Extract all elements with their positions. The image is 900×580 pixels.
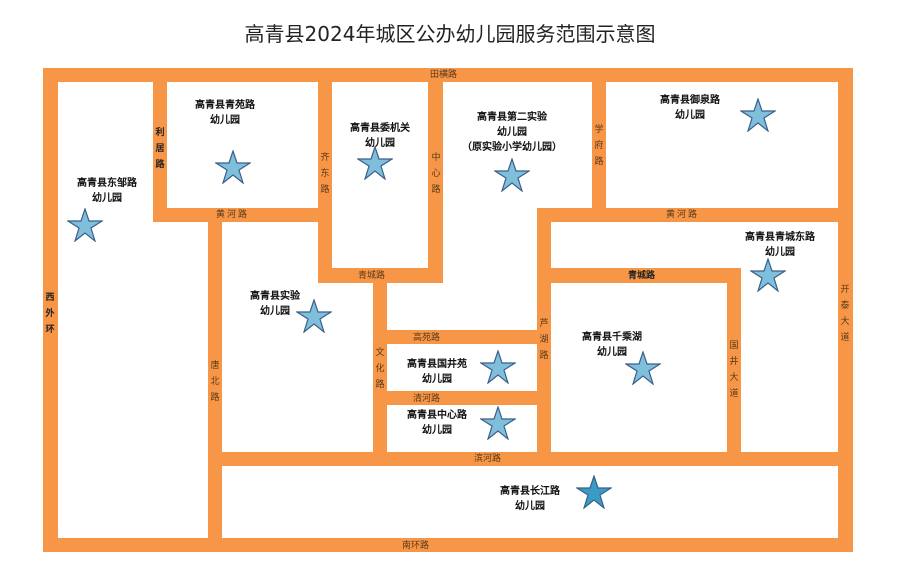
- star-icon: [494, 158, 530, 192]
- kg-label: 高青县青苑路 幼儿园: [195, 100, 255, 126]
- road-label: 青城路: [358, 271, 386, 281]
- block-dier-ext2: [387, 283, 447, 330]
- star-icon: [576, 475, 612, 509]
- block-changjiang: [222, 466, 838, 538]
- block-dier-ext: [443, 207, 537, 330]
- star-icon: [625, 351, 661, 385]
- kg-label: 高青县千乘湖 幼儿园: [582, 332, 642, 358]
- block-qingchengdong-ext: [741, 267, 838, 452]
- star-icon: [740, 98, 776, 132]
- kg-label: 高青县国井苑 幼儿园: [407, 359, 467, 385]
- block-shiyan: [222, 222, 318, 452]
- kg-label: 高青县御泉路 幼儿园: [660, 95, 720, 121]
- road-label: 开泰大道: [840, 285, 850, 343]
- block-dongzou: [58, 82, 153, 538]
- road-label: 黄河路: [666, 210, 700, 220]
- star-icon: [750, 258, 786, 292]
- kg-label: 高青县长江路 幼儿园: [500, 486, 560, 512]
- kg-label: 高青县中心路 幼儿园: [407, 410, 467, 436]
- road-label: 利居路: [155, 128, 165, 170]
- kg-label: 高青县委机关 幼儿园: [350, 123, 410, 149]
- star-icon: [296, 299, 332, 333]
- block-guojingyuan: [387, 344, 537, 391]
- road-label: 中心路: [431, 153, 441, 195]
- road-label: 学府路: [594, 125, 604, 167]
- star-icon: [215, 150, 251, 184]
- road-label: 南环路: [402, 541, 430, 551]
- star-icon: [357, 146, 393, 180]
- road-label: 高苑路: [413, 333, 441, 343]
- block-shiyan-ext: [317, 283, 373, 452]
- star-icon: [67, 208, 103, 242]
- road-label: 滨河路: [474, 454, 502, 464]
- kg-label: 高青县实验 幼儿园: [250, 291, 300, 317]
- kg-label: 高青县东邹路 幼儿园: [77, 178, 137, 204]
- road-label: 文化路: [375, 348, 385, 390]
- road-label: 黄河路: [216, 210, 250, 220]
- block-yuquan: [606, 82, 838, 208]
- block-zhongxinlu: [387, 405, 537, 452]
- road-label: 唐北路: [210, 361, 220, 403]
- road-label: 青城路: [628, 271, 656, 281]
- kg-label: 高青县青城东路 幼儿园: [745, 232, 815, 258]
- road-label: 清河路: [413, 394, 441, 404]
- block-qingyuan: [167, 82, 318, 208]
- road-label: 田横路: [430, 70, 458, 80]
- block-dongzou-ext: [153, 222, 208, 538]
- road-label: 国井大道: [729, 341, 739, 399]
- road-label: 齐东路: [320, 153, 330, 195]
- star-icon: [480, 350, 516, 384]
- kg-label: 高青县第二实验 幼儿园 （原实验小学幼儿园）: [462, 112, 562, 153]
- map-title: 高青县2024年城区公办幼儿园服务范围示意图: [244, 22, 656, 46]
- star-icon: [480, 406, 516, 440]
- block-qingchengdong: [551, 222, 838, 268]
- road-label: 芦湖路: [539, 319, 549, 361]
- road-label: 西外环: [45, 293, 55, 335]
